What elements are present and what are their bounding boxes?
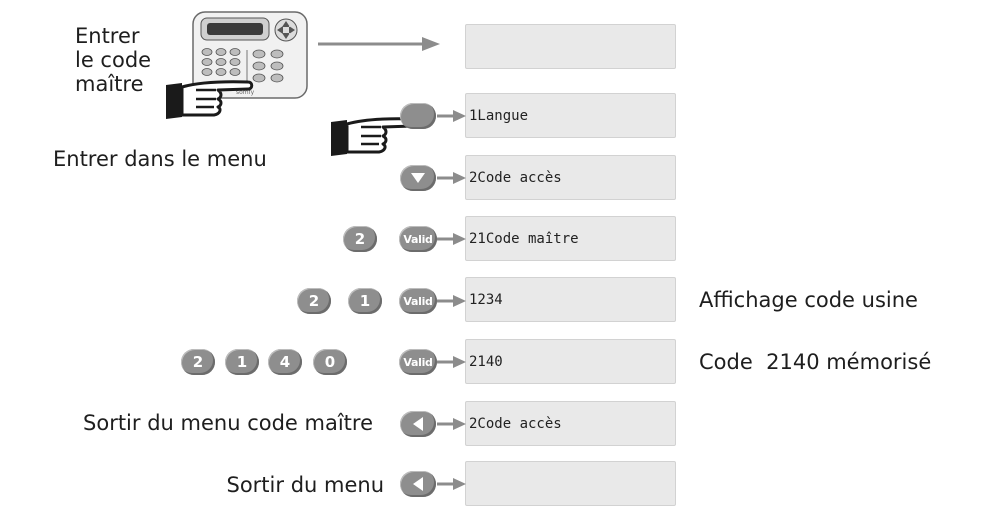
lcd-screen: 2Code accès bbox=[465, 401, 676, 446]
enter-code-line-3: maître bbox=[75, 72, 144, 96]
exit-menu-label: Sortir du menu bbox=[226, 473, 385, 497]
arrow-icon bbox=[437, 110, 466, 122]
key-1-button[interactable]: 1 bbox=[348, 288, 382, 314]
valid-button[interactable]: Valid bbox=[399, 349, 437, 375]
left-arrow-button[interactable] bbox=[400, 411, 436, 437]
menu-enter-button[interactable] bbox=[400, 103, 436, 129]
key-4-button[interactable]: 4 bbox=[268, 349, 302, 375]
arrow-icon bbox=[437, 356, 466, 368]
exit-master-code-menu-label: Sortir du menu code maître bbox=[83, 411, 373, 435]
arrow-icon bbox=[437, 478, 466, 490]
arrow-icon bbox=[437, 418, 466, 430]
key-1-button[interactable]: 1 bbox=[225, 349, 259, 375]
key-2-button[interactable]: 2 bbox=[181, 349, 215, 375]
keypad-device-icon: somfy bbox=[192, 11, 308, 99]
pointing-hand-icon bbox=[166, 80, 254, 119]
left-arrow-icon bbox=[413, 417, 423, 431]
enter-master-code-label: Entrer le code maître bbox=[75, 24, 151, 96]
left-arrow-button[interactable] bbox=[400, 471, 436, 497]
keypad-brand-label: somfy bbox=[236, 89, 255, 96]
valid-button[interactable]: Valid bbox=[399, 226, 437, 252]
lcd-screen: 1Langue bbox=[465, 93, 676, 138]
left-arrow-icon bbox=[413, 477, 423, 491]
key-2-button[interactable]: 2 bbox=[343, 226, 377, 252]
arrow-icon bbox=[437, 172, 466, 184]
lcd-screen bbox=[465, 461, 676, 506]
enter-code-line-1: Entrer bbox=[75, 24, 140, 48]
enter-menu-label: Entrer dans le menu bbox=[53, 147, 267, 171]
arrow-icon bbox=[318, 37, 440, 51]
arrow-icon bbox=[437, 233, 466, 245]
lcd-screen: 2140 bbox=[465, 339, 676, 384]
key-2-button[interactable]: 2 bbox=[297, 288, 331, 314]
valid-button[interactable]: Valid bbox=[399, 288, 437, 314]
code-saved-note: Code 2140 mémorisé bbox=[699, 350, 932, 374]
down-arrow-icon bbox=[411, 173, 425, 183]
lcd-screen bbox=[465, 24, 676, 69]
enter-code-line-2: le code bbox=[75, 48, 152, 72]
lcd-screen: 2Code accès bbox=[465, 155, 676, 200]
arrow-icon bbox=[437, 295, 466, 307]
down-arrow-button[interactable] bbox=[400, 165, 436, 191]
lcd-screen: 21Code maître bbox=[465, 216, 676, 261]
lcd-screen: 1234 bbox=[465, 277, 676, 322]
key-0-button[interactable]: 0 bbox=[313, 349, 347, 375]
factory-code-note: Affichage code usine bbox=[699, 288, 918, 312]
